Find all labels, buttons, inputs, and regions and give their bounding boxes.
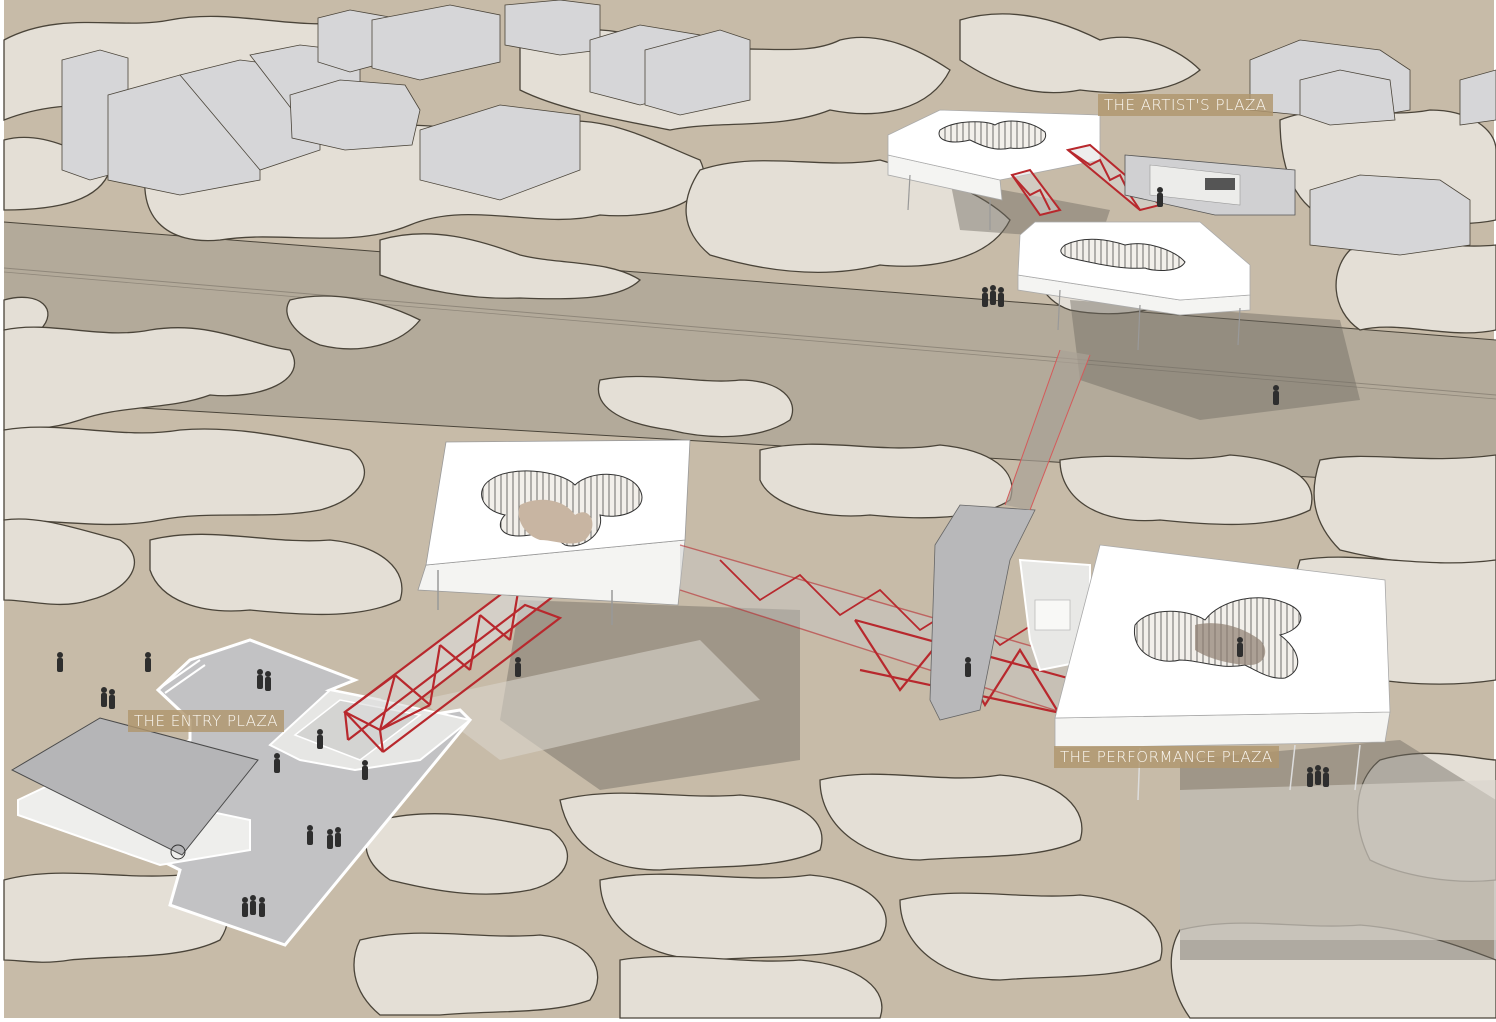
- label-entry-plaza: THE ENTRY PLAZA: [128, 710, 284, 732]
- context-buildings-right: [589, 24, 1496, 256]
- tree-canopy-middle: [3, 295, 1496, 685]
- label-performance-plaza: THE PERFORMANCE PLAZA: [1054, 746, 1279, 768]
- artist-platform-lower: [1017, 221, 1251, 351]
- context-buildings-left: [61, 0, 601, 201]
- semi-transparent-overlay: [420, 640, 1496, 940]
- tree-canopy-lower: [3, 752, 1496, 1019]
- people-figures: [57, 187, 1329, 917]
- label-artists-plaza: THE ARTIST'S PLAZA: [1098, 94, 1273, 116]
- artist-platform-upper: [887, 109, 1101, 230]
- artist-studio-building: [1124, 154, 1296, 216]
- entry-canopy-platform: [417, 439, 691, 625]
- road-crossing-link: [1004, 349, 1091, 511]
- entry-pavilion: [10, 717, 259, 867]
- performance-stage-building: [929, 504, 1091, 721]
- performance-platform: [1054, 544, 1391, 801]
